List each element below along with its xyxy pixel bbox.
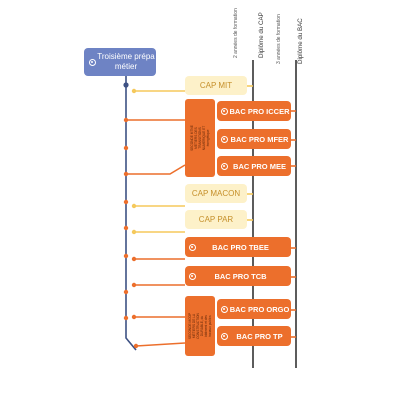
target-icon [89,58,96,66]
target-icon [221,305,228,313]
trunk-node [123,253,129,259]
cap-mit-label: CAP MIT [199,81,233,90]
bac-iccer-node[interactable]: BAC PRO ICCER [217,101,291,121]
trunk-line [125,76,137,351]
bac-orgo-label: BAC PRO ORGO [229,304,290,314]
cap-diploma-label: Diplôme du CAP [258,12,265,58]
group-mcop[interactable]: SECONDE MCOP MÉTIERS DE LA CONSTRUCTION … [185,296,215,356]
trunk-node [123,199,129,205]
target-icon [221,332,228,340]
branch-dot [133,343,139,349]
bac-mfer-node[interactable]: BAC PRO MFER [217,129,291,149]
branch-dot [131,256,137,262]
bac-tcb-node[interactable]: BAC PRO TCB [185,266,291,286]
bac-tp-label: BAC PRO TP [236,331,283,341]
bac-diploma-label: Diplôme du BAC [297,18,304,64]
bac-mee-label: BAC PRO MEE [233,161,286,171]
branch-dot [131,203,137,209]
group-mcop-label: SECONDE MCOP MÉTIERS DE LA CONSTRUCTION … [188,312,212,340]
trunk-node [123,225,129,231]
target-icon [221,135,228,143]
cap-par-label: CAP PAR [198,215,234,224]
trunk-node [123,289,129,295]
bac-iccer-label: BAC PRO ICCER [229,106,290,116]
trunk-node [123,315,129,321]
bac-duration-label: 3 années de formation [276,14,282,64]
cap-mit-node[interactable]: CAP MIT [185,76,247,95]
branch-dot [131,314,137,320]
branch-dot [131,88,137,94]
bac-tcb-label: BAC PRO TCB [214,271,267,281]
target-icon [221,107,228,115]
branch-group-1-lower [126,164,186,175]
branch-dot [131,282,137,288]
bac-mee-node[interactable]: BAC PRO MEE [217,156,291,176]
bac-tp-node[interactable]: BAC PRO TP [217,326,291,346]
cap-duration-label: 2 années de formation [233,8,239,58]
cap-macon-node[interactable]: CAP MACON [185,184,247,203]
bac-orgo-node[interactable]: BAC PRO ORGO [217,299,291,319]
start-node-label: Troisième prépa métier [97,52,155,71]
target-icon [221,162,228,170]
start-node[interactable]: Troisième prépa métier [84,48,156,76]
group-mtne[interactable]: SECONDE MTNE MÉTIERS DES TRANSITIONS NUM… [185,99,215,177]
branch-dot [131,229,137,235]
target-icon [189,243,196,251]
bac-mfer-label: BAC PRO MFER [230,134,289,144]
target-icon [189,272,196,280]
bac-tbee-node[interactable]: BAC PRO TBEE [185,237,291,257]
group-mtne-label: SECONDE MTNE MÉTIERS DES TRANSITIONS NUM… [190,125,210,151]
trunk-node [123,145,129,151]
cap-macon-label: CAP MACON [191,189,241,198]
trunk-node [123,82,129,88]
cap-par-node[interactable]: CAP PAR [185,210,247,229]
branch-group-2-lower [135,342,186,347]
bac-tbee-label: BAC PRO TBEE [212,242,269,252]
